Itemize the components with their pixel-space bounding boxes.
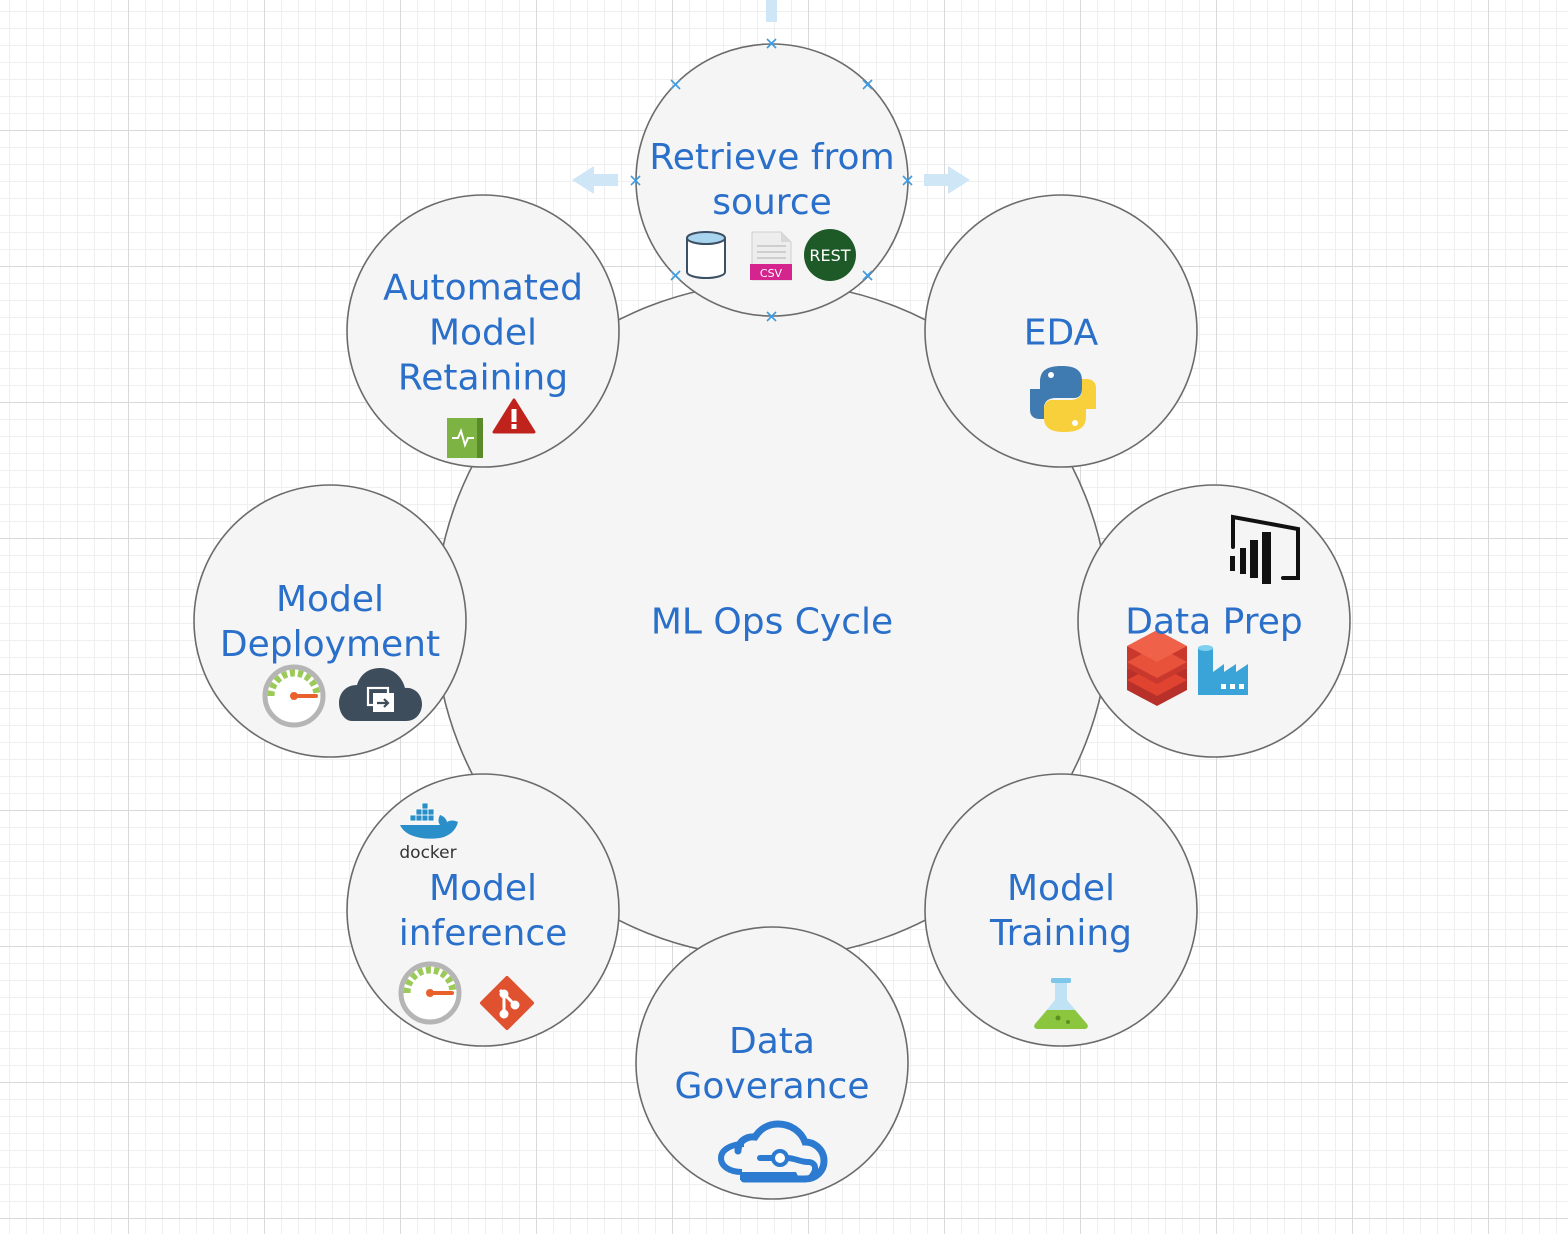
node-label-line: Model (428, 312, 538, 354)
node-label-line: Data Prep (1125, 601, 1303, 643)
handle-ne[interactable] (862, 79, 873, 90)
node-label-line: Retaining (397, 357, 569, 399)
node-label-line: Training (989, 913, 1133, 954)
connect-arrow-right[interactable] (924, 166, 970, 194)
selection-handles[interactable] (572, 0, 970, 322)
git-icon (480, 976, 534, 1030)
node-label-line: Model (428, 868, 538, 909)
csv-file-icon: CSV (750, 231, 792, 281)
node-label-line: Deployment (219, 624, 441, 665)
data-factory-icon (1198, 645, 1248, 695)
handle-se[interactable] (862, 270, 873, 281)
node-circle-training[interactable] (924, 773, 1198, 1047)
docker-icon: docker (399, 802, 458, 863)
flask-icon (1034, 978, 1088, 1029)
node-label-data-prep: Data Prep (1125, 600, 1303, 645)
node-label-eda: EDA (1024, 311, 1098, 356)
center-label: ML Ops Cycle (650, 601, 894, 643)
node-label-line: Retrieve from (649, 137, 895, 178)
databricks-icon (1127, 630, 1187, 706)
node-label-line: inference (398, 913, 568, 954)
node-label-line: Model (275, 579, 385, 620)
warning-icon (492, 398, 536, 434)
node-circle-eda[interactable] (924, 194, 1198, 468)
handle-s[interactable] (766, 311, 777, 322)
node-label-line: Goverance (674, 1066, 870, 1107)
gauge-icon (262, 664, 326, 728)
cloud-connector-icon (717, 1120, 828, 1183)
handle-nw[interactable] (670, 79, 681, 90)
database-icon (686, 231, 726, 279)
rest-icon-text: REST (809, 246, 850, 265)
node-label-line: Model (1006, 868, 1116, 909)
docker-icon-text: docker (399, 843, 456, 863)
handle-sw[interactable] (670, 270, 681, 281)
connect-arrow-left[interactable] (572, 166, 618, 194)
csv-icon-text: CSV (760, 267, 783, 280)
rest-api-icon: REST (804, 229, 856, 281)
python-icon (1030, 366, 1096, 432)
power-bi-icon (1230, 514, 1300, 584)
cloud-deploy-icon (339, 668, 422, 721)
node-label-line: Data (729, 1021, 815, 1062)
node-label-line: Automated (383, 267, 583, 309)
handle-n[interactable] (766, 38, 777, 49)
connect-arrow-up[interactable] (766, 0, 777, 22)
gauge-icon (398, 961, 462, 1025)
node-circle-governance[interactable] (635, 926, 909, 1200)
monitor-book-icon (447, 418, 483, 458)
node-circle-retraining[interactable] (346, 194, 620, 468)
handle-e[interactable] (902, 175, 913, 186)
node-label-line: source (712, 182, 832, 223)
handle-w[interactable] (630, 175, 641, 186)
node-label-line: EDA (1023, 312, 1099, 354)
